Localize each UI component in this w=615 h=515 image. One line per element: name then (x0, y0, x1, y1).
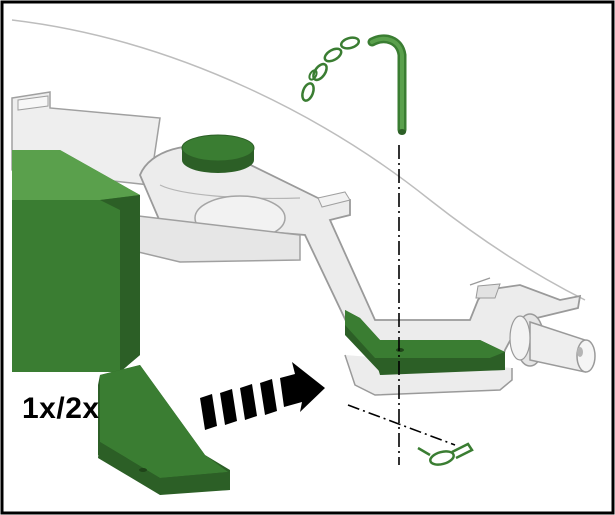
quantity-label: 1x/2x (22, 392, 100, 425)
insertion-arrow-icon (200, 362, 325, 430)
axle-shaft (509, 313, 596, 373)
linch-pin-icon (301, 34, 407, 135)
installed-plate (345, 310, 505, 375)
green-housing-block (12, 150, 140, 372)
retaining-clip-icon (417, 442, 474, 466)
clip-axis-line (347, 404, 456, 446)
loose-plate (98, 365, 230, 495)
cover-disc (181, 134, 255, 173)
housing-outline (11, 19, 586, 301)
